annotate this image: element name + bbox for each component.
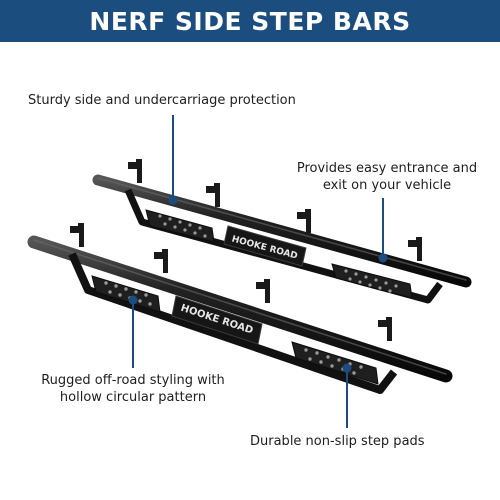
lower-mounting-brackets bbox=[70, 223, 392, 341]
callout-leader-lines bbox=[128, 115, 388, 428]
callout-styling-line2: hollow circular pattern bbox=[59, 390, 207, 405]
upper-step-pad-front bbox=[145, 209, 215, 243]
lower-step-bar: HOOKE ROAD bbox=[27, 223, 453, 394]
callout-styling: Rugged off-road styling with hollow circ… bbox=[22, 372, 244, 406]
banner-title: NERF SIDE STEP BARS bbox=[89, 6, 411, 36]
callout-entrance-line2: exit on your vehicle bbox=[322, 178, 452, 193]
callout-entrance-line1: Provides easy entrance and bbox=[296, 161, 478, 176]
leader-dot-entrance bbox=[378, 253, 388, 263]
lower-step-pad-rear bbox=[291, 341, 379, 385]
upper-mounting-brackets bbox=[128, 159, 422, 261]
callout-styling-line1: Rugged off-road styling with bbox=[41, 373, 225, 388]
upper-step-pad-rear bbox=[331, 263, 413, 299]
callout-protection: Sturdy side and undercarriage protection bbox=[28, 93, 296, 108]
lower-step-pad-front bbox=[91, 275, 161, 313]
leader-dot-styling bbox=[128, 295, 138, 305]
leader-dot-protection bbox=[168, 195, 178, 205]
upper-step-bar: HOOKE ROAD bbox=[92, 159, 472, 304]
header-banner: NERF SIDE STEP BARS bbox=[0, 0, 500, 42]
leader-dot-pads bbox=[342, 363, 352, 373]
callout-entrance: Provides easy entrance and exit on your … bbox=[278, 160, 496, 194]
callout-pads: Durable non-slip step pads bbox=[250, 434, 425, 449]
